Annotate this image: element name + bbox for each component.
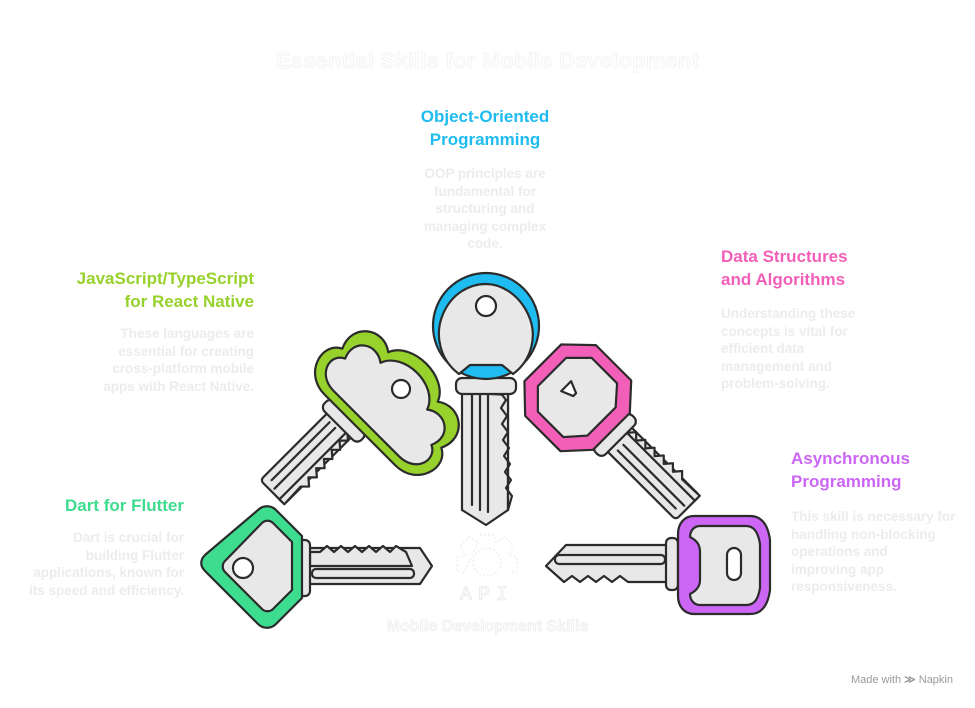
skill-heading-line: JavaScript/TypeScript	[76, 269, 254, 288]
skill-description-js-ts: These languages are essential for creati…	[103, 326, 254, 394]
footer-brand[interactable]: Napkin	[918, 674, 953, 686]
skill-heading-line: Object-Oriented	[420, 107, 550, 126]
diagram-title: Essential Skills for Mobile Development	[275, 48, 700, 74]
diamond-key-icon	[200, 505, 434, 629]
skill-heading-dsa: Data Structures and Algorithms	[721, 245, 921, 291]
skill-description-oop: OOP principles are fundamental for struc…	[423, 166, 547, 251]
hexagon-key-icon	[523, 343, 701, 520]
skill-heading-dart: Dart for Flutter	[20, 494, 184, 517]
skill-description-dsa: Understanding these concepts is vital fo…	[721, 306, 856, 391]
skill-heading-oop: Object-Oriented Programming	[380, 105, 590, 151]
napkin-logo-icon: ≫	[904, 674, 916, 686]
skill-heading-line: Data Structures	[721, 247, 848, 266]
round-key-icon	[431, 271, 541, 527]
footer-made-with: Made with	[850, 674, 902, 686]
skill-description-dart: Dart is crucial for building Flutter app…	[28, 530, 184, 598]
skill-heading-async: Asynchronous Programming	[791, 447, 961, 493]
api-gear-label: API	[460, 584, 514, 607]
skill-heading-line: Programming	[429, 130, 541, 149]
skill-heading-line: for React Native	[124, 292, 254, 311]
rounded-rect-key-icon	[544, 514, 772, 616]
skill-heading-line: Dart for Flutter	[65, 496, 184, 515]
skill-heading-line: Asynchronous	[791, 449, 911, 468]
skill-heading-js-ts: JavaScript/TypeScript for React Native	[30, 267, 254, 313]
footer-credit: Made with ≫ Napkin	[851, 673, 953, 686]
skill-heading-line: and Algorithms	[721, 270, 846, 289]
skill-description-async: This skill is necessary for handling non…	[791, 509, 956, 594]
skill-heading-line: Programming	[791, 472, 902, 491]
api-gear-icon	[456, 534, 518, 577]
center-label: Mobile Development Skills	[386, 618, 589, 636]
cloud-key-icon	[260, 330, 460, 506]
